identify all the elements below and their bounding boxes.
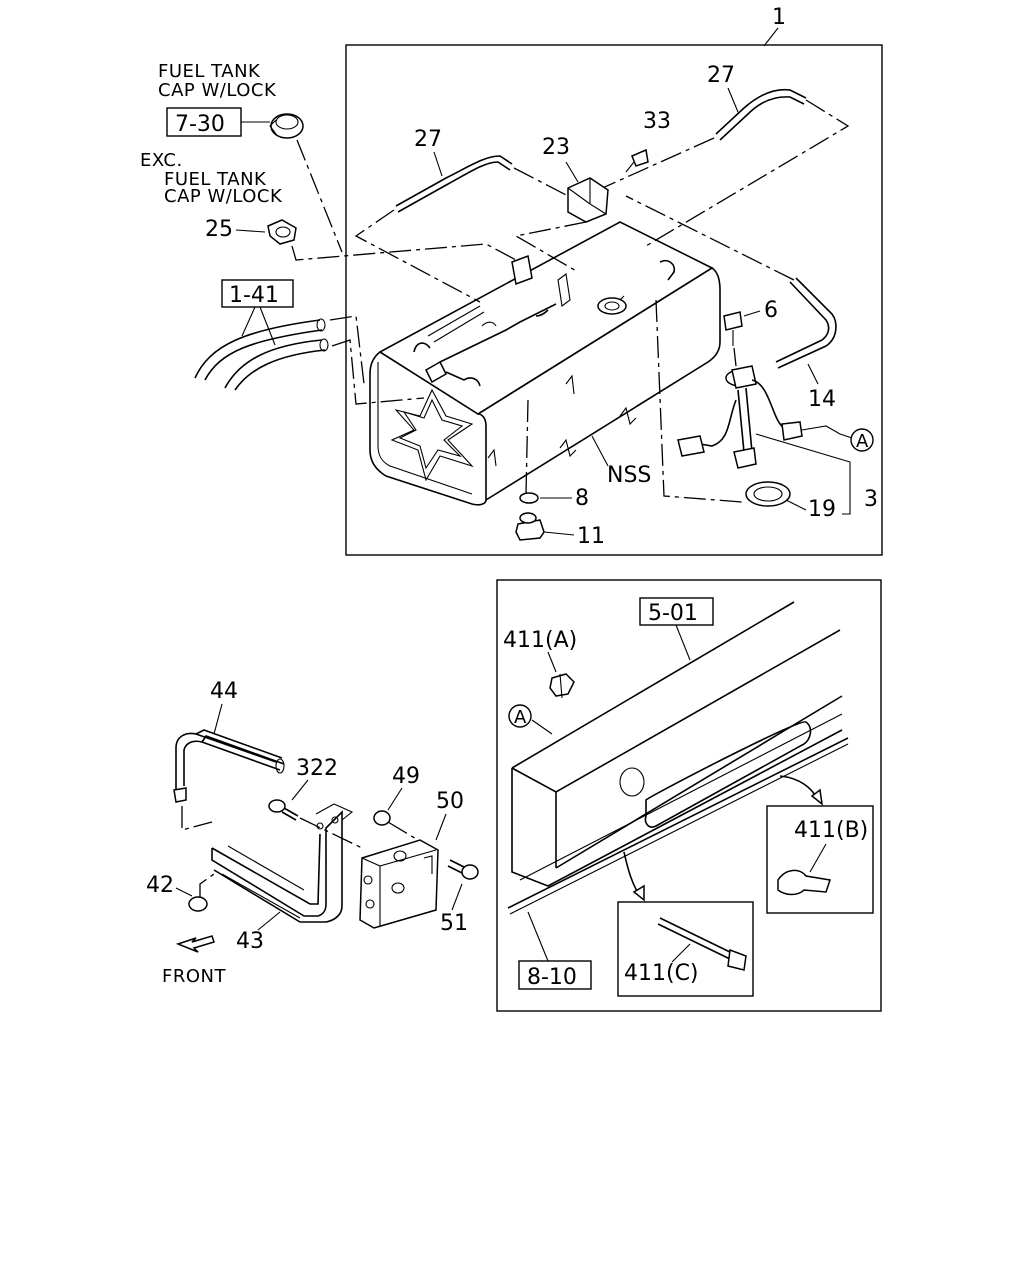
svg-text:A: A [856, 431, 869, 452]
callout-411a: 411(A) [503, 628, 577, 653]
callout-8: 8 [575, 486, 589, 511]
fuel-cap-standard [267, 219, 297, 245]
drain-plug-11 [515, 512, 545, 541]
callout-23: 23 [542, 135, 570, 160]
fuel-gauge-unit [677, 365, 803, 469]
callout-33: 33 [643, 109, 671, 134]
svg-text:7-30: 7-30 [175, 112, 225, 137]
callout-50: 50 [436, 789, 464, 814]
fuel-tank [369, 221, 721, 506]
clip-411b [777, 869, 831, 896]
bracket-23 [567, 177, 609, 223]
detail-box-411b [766, 805, 874, 914]
ref-box-1-41[interactable]: 1-41 [221, 279, 294, 308]
clip-411a [549, 673, 575, 699]
screw-33 [625, 148, 649, 173]
washer-8 [519, 492, 539, 504]
callout-25: 25 [205, 217, 233, 242]
front-arrow-icon [175, 935, 215, 953]
callout-44: 44 [210, 679, 238, 704]
chassis-frame-channel [507, 601, 849, 915]
callout-51: 51 [440, 911, 468, 936]
ref-box-8-10[interactable]: 8-10 [518, 960, 592, 990]
nut-49 [373, 810, 391, 826]
bolt-322 [268, 799, 299, 821]
screw-6 [723, 311, 743, 346]
connector-marker-a-top: A [850, 428, 874, 452]
callout-3: 3 [864, 487, 878, 512]
frame-bracket-50 [359, 839, 439, 929]
tank-strap-44 [173, 729, 285, 803]
callout-49: 49 [392, 764, 420, 789]
main-assembly-frame [345, 44, 883, 556]
note-exc-line2: FUEL TANK [164, 169, 267, 190]
gasket-19 [745, 481, 791, 507]
callout-27-left: 27 [414, 127, 442, 152]
callout-42: 42 [146, 873, 174, 898]
svg-text:A: A [514, 707, 527, 728]
ref-box-5-01[interactable]: 5-01 [639, 597, 714, 626]
callout-1: 1 [772, 5, 786, 30]
filler-hose-pair [194, 318, 329, 391]
callout-43: 43 [236, 929, 264, 954]
connector-marker-a-detail: A [508, 704, 532, 728]
hose-14 [775, 277, 837, 369]
callout-411c: 411(C) [624, 961, 699, 986]
bracket-43 [211, 803, 354, 923]
callout-11: 11 [577, 524, 605, 549]
callout-14: 14 [808, 387, 836, 412]
callout-27-right: 27 [707, 63, 735, 88]
note-fuel-tank-cap-lock-line2: CAP W/LOCK [158, 80, 277, 101]
svg-text:5-01: 5-01 [648, 601, 698, 626]
note-exc-line3: CAP W/LOCK [164, 186, 283, 207]
front-label: FRONT [162, 966, 226, 987]
nss-label: NSS [607, 463, 651, 488]
nut-42 [188, 896, 208, 912]
callout-19: 19 [808, 497, 836, 522]
detail-frame [496, 579, 882, 1012]
detail-box-411c [617, 901, 754, 997]
svg-text:8-10: 8-10 [527, 965, 577, 990]
fuel-cap-with-lock [269, 113, 304, 139]
callout-411b: 411(B) [794, 818, 868, 843]
note-fuel-tank-cap-lock-line1: FUEL TANK [158, 61, 261, 82]
bolt-51 [447, 859, 479, 880]
svg-text:1-41: 1-41 [229, 283, 279, 308]
callout-6: 6 [764, 298, 778, 323]
vent-hose-27-left [395, 155, 513, 213]
cable-tie-411c [657, 917, 747, 971]
callout-322: 322 [296, 756, 338, 781]
note-exc-line1: EXC. [140, 150, 183, 171]
vent-hose-27-right [715, 88, 807, 141]
ref-box-7-30[interactable]: 7-30 [166, 107, 242, 137]
